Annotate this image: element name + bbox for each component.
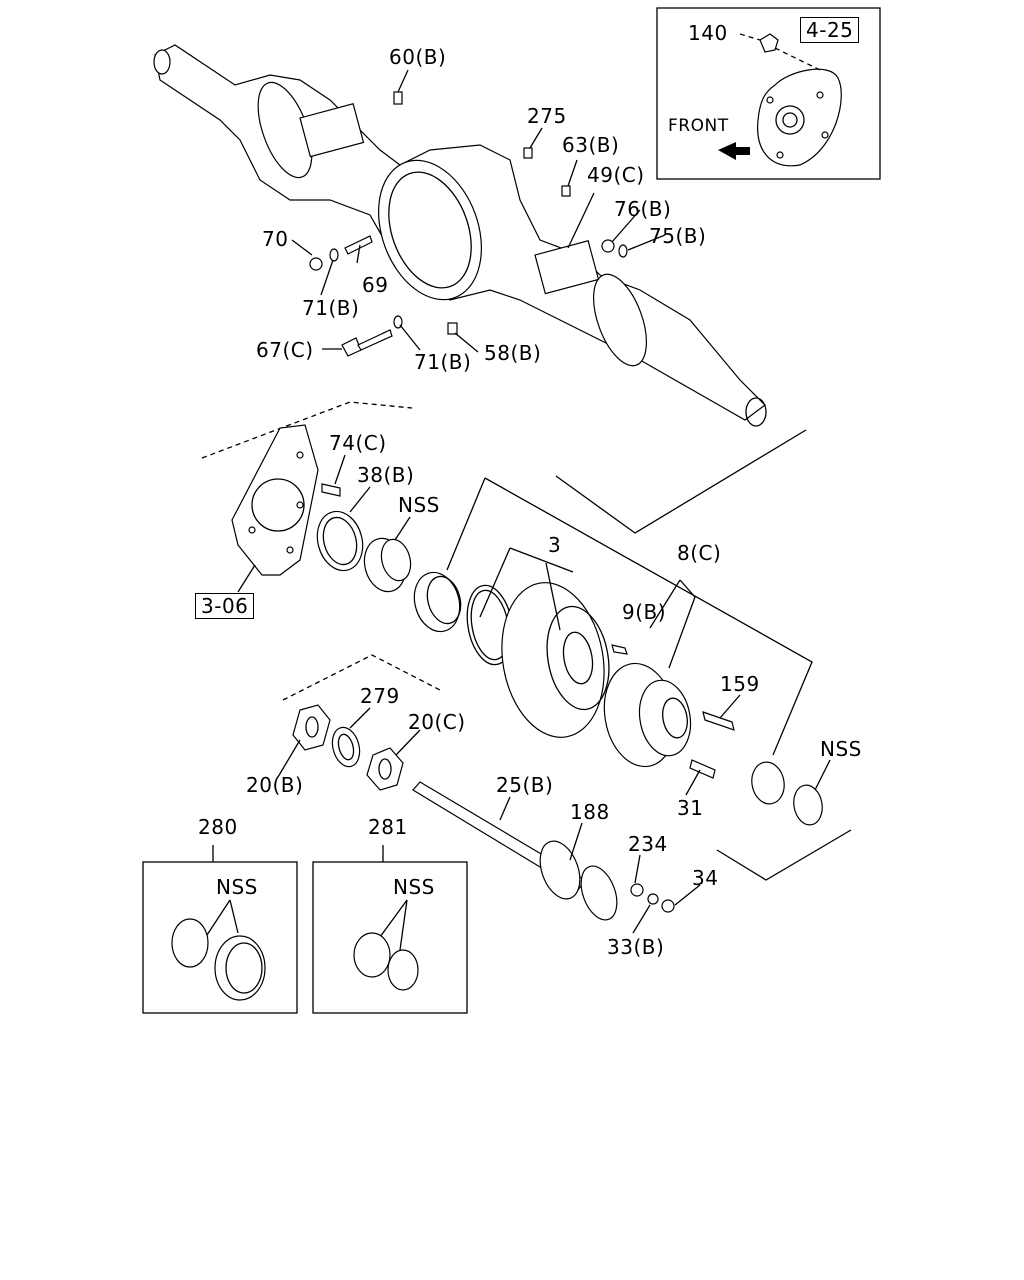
callout-3: 3 — [548, 533, 562, 557]
brake-drum — [501, 582, 610, 738]
callout-70: 70 — [262, 227, 289, 251]
callout-188: 188 — [570, 800, 610, 824]
wheel-hub — [603, 644, 735, 779]
callout-281: 281 — [368, 815, 408, 839]
callout-63b: 63(B) — [562, 133, 620, 157]
callout-nss-280: NSS — [216, 875, 258, 899]
axle-housing — [153, 44, 767, 427]
callout-280: 280 — [198, 815, 238, 839]
inset-front-view — [656, 7, 881, 180]
callout-leaders — [237, 69, 831, 934]
axle-shaft — [412, 781, 675, 921]
callout-8c: 8(C) — [677, 541, 722, 565]
callout-49c: 49(C) — [587, 163, 645, 187]
callout-9b: 9(B) — [622, 600, 667, 624]
inner-bearing — [363, 537, 412, 593]
front-label: FRONT — [668, 116, 729, 136]
bearing-race — [413, 571, 462, 633]
outer-bearing — [751, 761, 823, 826]
housing-fasteners — [309, 91, 628, 357]
hub-nuts — [282, 654, 441, 791]
callout-159: 159 — [720, 672, 760, 696]
reference-3-06[interactable]: 3-06 — [195, 593, 255, 619]
callout-25b: 25(B) — [496, 773, 554, 797]
callout-20b: 20(B) — [246, 773, 304, 797]
callout-275: 275 — [527, 104, 567, 128]
callout-33b: 33(B) — [607, 935, 665, 959]
brake-backing-plate — [201, 401, 413, 576]
callout-60b: 60(B) — [389, 45, 447, 69]
callout-75b: 75(B) — [649, 224, 707, 248]
callout-nss-281: NSS — [393, 875, 435, 899]
callout-71b-lower: 71(B) — [414, 350, 472, 374]
callout-67c: 67(C) — [256, 338, 314, 362]
callout-31: 31 — [677, 796, 704, 820]
bearing-set-280 — [142, 861, 298, 1014]
callout-34: 34 — [692, 866, 719, 890]
callout-140: 140 — [688, 21, 728, 45]
callout-76b: 76(B) — [614, 197, 672, 221]
callout-74c: 74(C) — [329, 431, 387, 455]
leader-lines — [206, 429, 852, 951]
callout-58b: 58(B) — [484, 341, 542, 365]
callout-38b: 38(B) — [357, 463, 415, 487]
callout-71b-upper: 71(B) — [302, 296, 360, 320]
callout-nss-right: NSS — [820, 737, 862, 761]
callout-nss-upper: NSS — [398, 493, 440, 517]
callout-20c: 20(C) — [408, 710, 466, 734]
reference-4-25[interactable]: 4-25 — [800, 17, 860, 43]
callout-279: 279 — [360, 684, 400, 708]
callout-69: 69 — [362, 273, 389, 297]
callout-234: 234 — [628, 832, 668, 856]
bearing-set-281 — [312, 861, 468, 1014]
